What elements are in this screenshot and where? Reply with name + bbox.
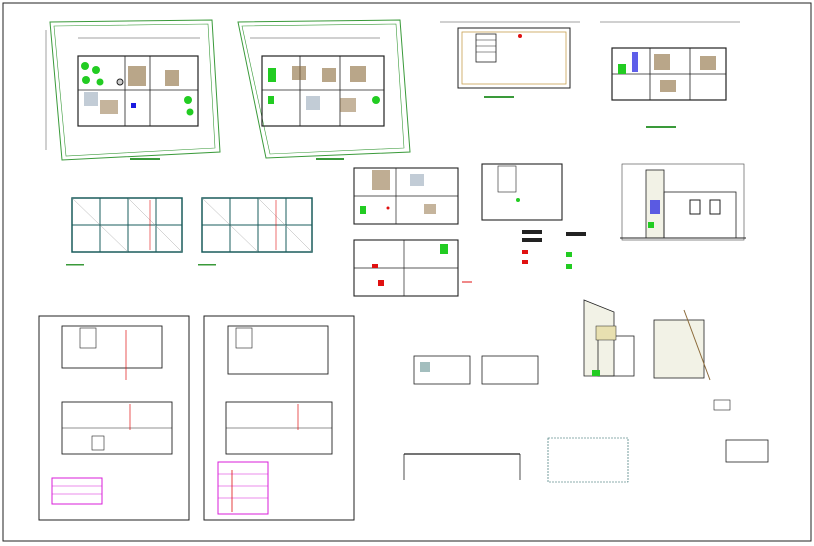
plumbing-sheet bbox=[203, 315, 355, 521]
front-elevation bbox=[620, 163, 746, 241]
structure-plan-a bbox=[66, 197, 183, 266]
sections bbox=[413, 299, 711, 385]
electrical-sheet bbox=[38, 315, 190, 521]
furnished-plan bbox=[353, 167, 472, 297]
details bbox=[403, 399, 769, 483]
roof-small bbox=[481, 163, 586, 269]
site-plan-upper bbox=[237, 19, 411, 160]
structure-plan-b bbox=[198, 197, 313, 266]
site-plan-ground bbox=[45, 19, 221, 161]
roof-plan bbox=[440, 21, 580, 98]
upper-floor-plan bbox=[600, 21, 740, 128]
